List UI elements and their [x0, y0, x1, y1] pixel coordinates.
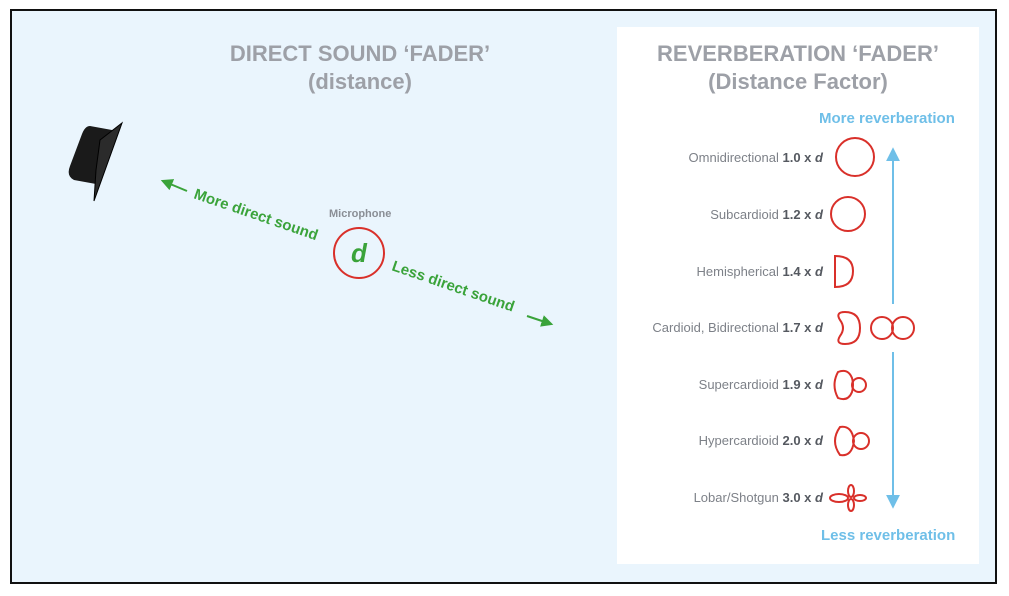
less-direct-arrow: [526, 315, 554, 327]
less-direct-text: Less direct sound: [390, 258, 517, 316]
pattern-row-omnidirectional: Omnidirectional 1.0 x d: [689, 150, 823, 165]
distance-symbol: d: [351, 238, 368, 268]
reverb-title-line1: REVERBERATION ‘FADER’: [657, 41, 939, 66]
shotgun-pattern-icon: [829, 484, 867, 512]
pattern-variable: d: [815, 433, 823, 448]
pattern-variable: d: [815, 264, 823, 279]
hemispherical-pattern-icon: [834, 254, 855, 289]
pattern-variable: d: [815, 377, 823, 392]
more-direct-text: More direct sound: [192, 186, 320, 244]
pattern-variable: d: [815, 150, 823, 165]
more-direct-arrow: [160, 179, 188, 192]
pattern-row-hemispherical: Hemispherical 1.4 x d: [697, 264, 824, 279]
microphone-label: Microphone: [329, 208, 392, 220]
pattern-name: Lobar/Shotgun: [693, 490, 779, 505]
pattern-variable: d: [815, 320, 823, 335]
reverb-panel: [617, 27, 979, 564]
pattern-row-subcardioid: Subcardioid 1.2 x d: [710, 207, 823, 222]
less-reverberation-label: Less reverberation: [821, 527, 956, 544]
pattern-row-supercardioid: Supercardioid 1.9 x d: [699, 377, 823, 392]
pattern-variable: d: [815, 207, 823, 222]
microphone-circle: [333, 227, 385, 279]
direct-sound-title-line2: (distance): [308, 69, 412, 94]
pattern-name: Omnidirectional: [688, 150, 779, 165]
loudspeaker-icon: [68, 121, 124, 202]
pattern-row-hypercardioid: Hypercardioid 2.0 x d: [699, 433, 823, 448]
reverb-title-line2: (Distance Factor): [708, 69, 888, 94]
pattern-name: Cardioid, Bidirectional: [652, 320, 779, 335]
more-reverberation-label: More reverberation: [819, 110, 955, 127]
pattern-factor: 1.4 x: [782, 264, 812, 279]
cardioid-pattern-icon: [837, 310, 862, 346]
pattern-factor: 2.0 x: [782, 433, 812, 448]
pattern-factor: 1.2 x: [782, 207, 812, 222]
pattern-factor: 1.7 x: [782, 320, 812, 335]
pattern-factor: 1.9 x: [782, 377, 812, 392]
reverb-title: REVERBERATION ‘FADER’ (Distance Factor): [617, 40, 979, 96]
pattern-factor: 3.0 x: [782, 490, 812, 505]
pattern-factor: 1.0 x: [782, 150, 812, 165]
direct-sound-title: DIRECT SOUND ‘FADER’ (distance): [140, 40, 580, 96]
omni-pattern-icon: [835, 137, 875, 177]
hypercardioid-pattern-icon: [834, 425, 870, 457]
pattern-row-cardioid-bidirectional: Cardioid, Bidirectional 1.7 x d: [652, 320, 823, 335]
pattern-name: Hemispherical: [696, 264, 779, 279]
direct-sound-title-line1: DIRECT SOUND ‘FADER’: [229, 41, 491, 66]
pattern-row-shotgun: Lobar/Shotgun 3.0 x d: [694, 490, 823, 505]
pattern-name: Hypercardioid: [698, 433, 779, 448]
subcardioid-pattern-icon: [830, 196, 866, 232]
supercardioid-pattern-icon: [833, 369, 867, 401]
pattern-variable: d: [815, 490, 823, 505]
bidirectional-pattern-icon: [870, 316, 915, 340]
pattern-name: Subcardioid: [710, 207, 779, 222]
pattern-name: Supercardioid: [698, 377, 779, 392]
